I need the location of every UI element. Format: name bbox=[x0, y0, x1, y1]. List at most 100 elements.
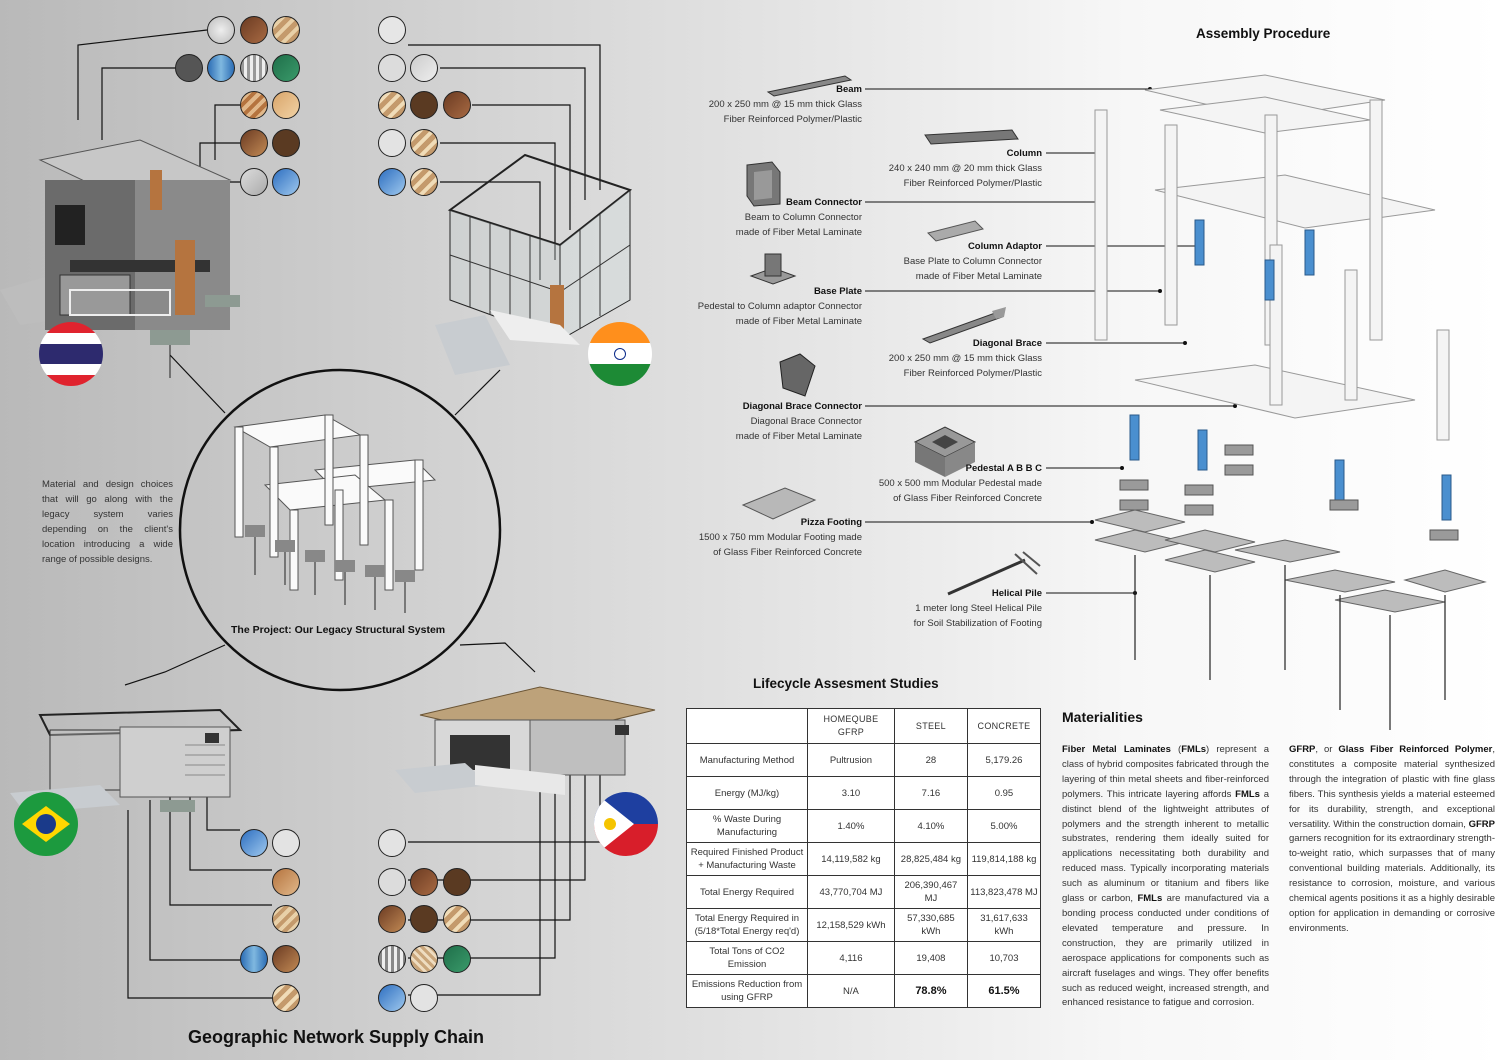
component-desc: 200 x 250 mm @ 15 mm thick Glass bbox=[888, 353, 1042, 364]
table-cell: Total Tons of CO2 Emission bbox=[686, 941, 808, 975]
intro-text: Material and design choices that will go… bbox=[42, 479, 173, 565]
component-base-plate-label: Base Plate Pedestal to Column adaptor Co… bbox=[600, 284, 862, 329]
table-cell: Manufacturing Method bbox=[686, 743, 808, 777]
table-cell: 4.10% bbox=[893, 809, 968, 843]
lifecycle-title: Lifecycle Assesment Studies bbox=[753, 676, 939, 691]
table-header: CONCRETE bbox=[966, 708, 1042, 744]
swatch bbox=[410, 129, 438, 157]
component-name: Column bbox=[1006, 148, 1042, 159]
fml-abbr: FMLs bbox=[1137, 893, 1163, 905]
swatch bbox=[378, 905, 406, 933]
component-desc: for Soil Stabilization of Footing bbox=[913, 618, 1042, 629]
table-cell: 5.00% bbox=[966, 809, 1042, 843]
table-cell: 57,330,685 kWh bbox=[893, 908, 968, 942]
component-column-adaptor-label: Column Adaptor Base Plate to Column Conn… bbox=[780, 239, 1042, 284]
india-flag bbox=[588, 322, 652, 386]
component-desc: made of Fiber Metal Laminate bbox=[735, 316, 862, 327]
text: , or bbox=[1315, 744, 1339, 755]
gfrp-abbr: GFRP bbox=[1468, 818, 1495, 830]
swatch bbox=[240, 54, 268, 82]
swatch bbox=[410, 984, 438, 1012]
table-cell: % Waste During Manufacturing bbox=[686, 809, 808, 843]
swatch bbox=[207, 54, 235, 82]
component-name: Diagonal Brace bbox=[972, 338, 1042, 349]
table-cell: 28,825,484 kg bbox=[893, 842, 968, 876]
swatch bbox=[443, 91, 471, 119]
table-row: Total Energy Required in (5/18*Total Ene… bbox=[686, 908, 1042, 942]
swatch bbox=[240, 16, 268, 44]
swatch bbox=[378, 91, 406, 119]
table-cell: 5,179.26 bbox=[966, 743, 1042, 777]
component-diagonal-brace-label: Diagonal Brace 200 x 250 mm @ 15 mm thic… bbox=[780, 336, 1042, 381]
swatch bbox=[175, 54, 203, 82]
table-cell: 1.40% bbox=[807, 809, 895, 843]
component-desc: Fiber Reinforced Polymer/Plastic bbox=[903, 178, 1042, 189]
swatch bbox=[378, 168, 406, 196]
component-name: Helical Pile bbox=[991, 588, 1042, 599]
table-cell: Emissions Reduction from using GFRP bbox=[686, 974, 808, 1008]
text: , constitutes a composite material synth… bbox=[1289, 744, 1495, 830]
component-pizza-footing-label: Pizza Footing 1500 x 750 mm Modular Foot… bbox=[600, 515, 862, 560]
table-cell: 119,814,188 kg bbox=[966, 842, 1042, 876]
table-cell: 206,390,467 MJ bbox=[893, 875, 968, 909]
legacy-structure-illustration bbox=[233, 414, 437, 613]
component-desc: made of Fiber Metal Laminate bbox=[735, 431, 862, 442]
swatch bbox=[378, 129, 406, 157]
supply-chain-lines bbox=[77, 29, 601, 999]
table-cell: Energy (MJ/kg) bbox=[686, 776, 808, 810]
swatch bbox=[272, 945, 300, 973]
table-row: Manufacturing Method Pultrusion 28 5,179… bbox=[686, 743, 1042, 777]
swatch bbox=[410, 54, 438, 82]
swatch bbox=[272, 91, 300, 119]
table-header: HOMEQUBE GFRP bbox=[807, 708, 895, 744]
component-helical-pile-label: Helical Pile 1 meter long Steel Helical … bbox=[780, 586, 1042, 631]
fml-abbr: FMLs bbox=[1235, 788, 1260, 800]
diagonal-brace-icon bbox=[921, 307, 1006, 344]
component-desc: made of Fiber Metal Laminate bbox=[735, 227, 862, 238]
swatch bbox=[272, 984, 300, 1012]
swatch bbox=[410, 868, 438, 896]
swatch bbox=[272, 829, 300, 857]
text: garners recognition for its extraordinar… bbox=[1289, 833, 1495, 934]
swatch bbox=[443, 945, 471, 973]
table-cell: Total Energy Required in (5/18*Total Ene… bbox=[686, 908, 808, 942]
fml-paragraph: Fiber Metal Laminates (FMLs) represent a… bbox=[1062, 743, 1269, 1011]
swatch bbox=[378, 945, 406, 973]
component-name: Diagonal Brace Connector bbox=[742, 401, 862, 412]
table-row: Total Tons of CO2 Emission 4,116 19,408 … bbox=[686, 941, 1042, 975]
swatch bbox=[378, 829, 406, 857]
swatch bbox=[272, 868, 300, 896]
fml-abbr: FMLs bbox=[1181, 744, 1207, 755]
project-caption: The Project: Our Legacy Structural Syste… bbox=[231, 624, 446, 636]
helical-pile-icon bbox=[947, 551, 1041, 596]
table-cell: 4,116 bbox=[807, 941, 895, 975]
column-icon bbox=[924, 129, 1019, 145]
sun-icon bbox=[604, 818, 616, 830]
column-adaptor-icon bbox=[927, 220, 984, 242]
swatch bbox=[272, 16, 300, 44]
beam-icon bbox=[766, 75, 853, 97]
text: a distinct blend of the lightweight attr… bbox=[1062, 788, 1269, 905]
swatch bbox=[240, 829, 268, 857]
table-cell: 78.8% bbox=[893, 974, 968, 1008]
text: ) represent a class of hybrid composites… bbox=[1062, 744, 1269, 800]
table-row: Emissions Reduction from using GFRP N/A … bbox=[686, 974, 1042, 1008]
lifecycle-table: HOMEQUBE GFRP STEEL CONCRETE Manufacturi… bbox=[686, 708, 1042, 1008]
philippines-house-illustration bbox=[395, 686, 656, 795]
component-desc: 1 meter long Steel Helical Pile bbox=[915, 603, 1042, 614]
swatch bbox=[272, 54, 300, 82]
philippines-flag bbox=[594, 792, 658, 856]
component-name: Column Adaptor bbox=[967, 241, 1042, 252]
table-cell: 12,158,529 kWh bbox=[807, 908, 895, 942]
fml-term: Fiber Metal Laminates bbox=[1062, 744, 1171, 755]
globe-icon bbox=[36, 814, 56, 834]
table-cell: Required Finished Product + Manufacturin… bbox=[686, 842, 808, 876]
component-name: Beam bbox=[836, 84, 862, 95]
table-cell: N/A bbox=[807, 974, 895, 1008]
component-desc: 500 x 500 mm Modular Pedestal made bbox=[878, 478, 1042, 489]
swatch bbox=[378, 54, 406, 82]
table-row: Total Energy Required 43,770,704 MJ 206,… bbox=[686, 875, 1042, 909]
swatch bbox=[240, 168, 268, 196]
table-cell: 0.95 bbox=[966, 776, 1042, 810]
component-desc: Fiber Reinforced Polymer/Plastic bbox=[903, 368, 1042, 379]
